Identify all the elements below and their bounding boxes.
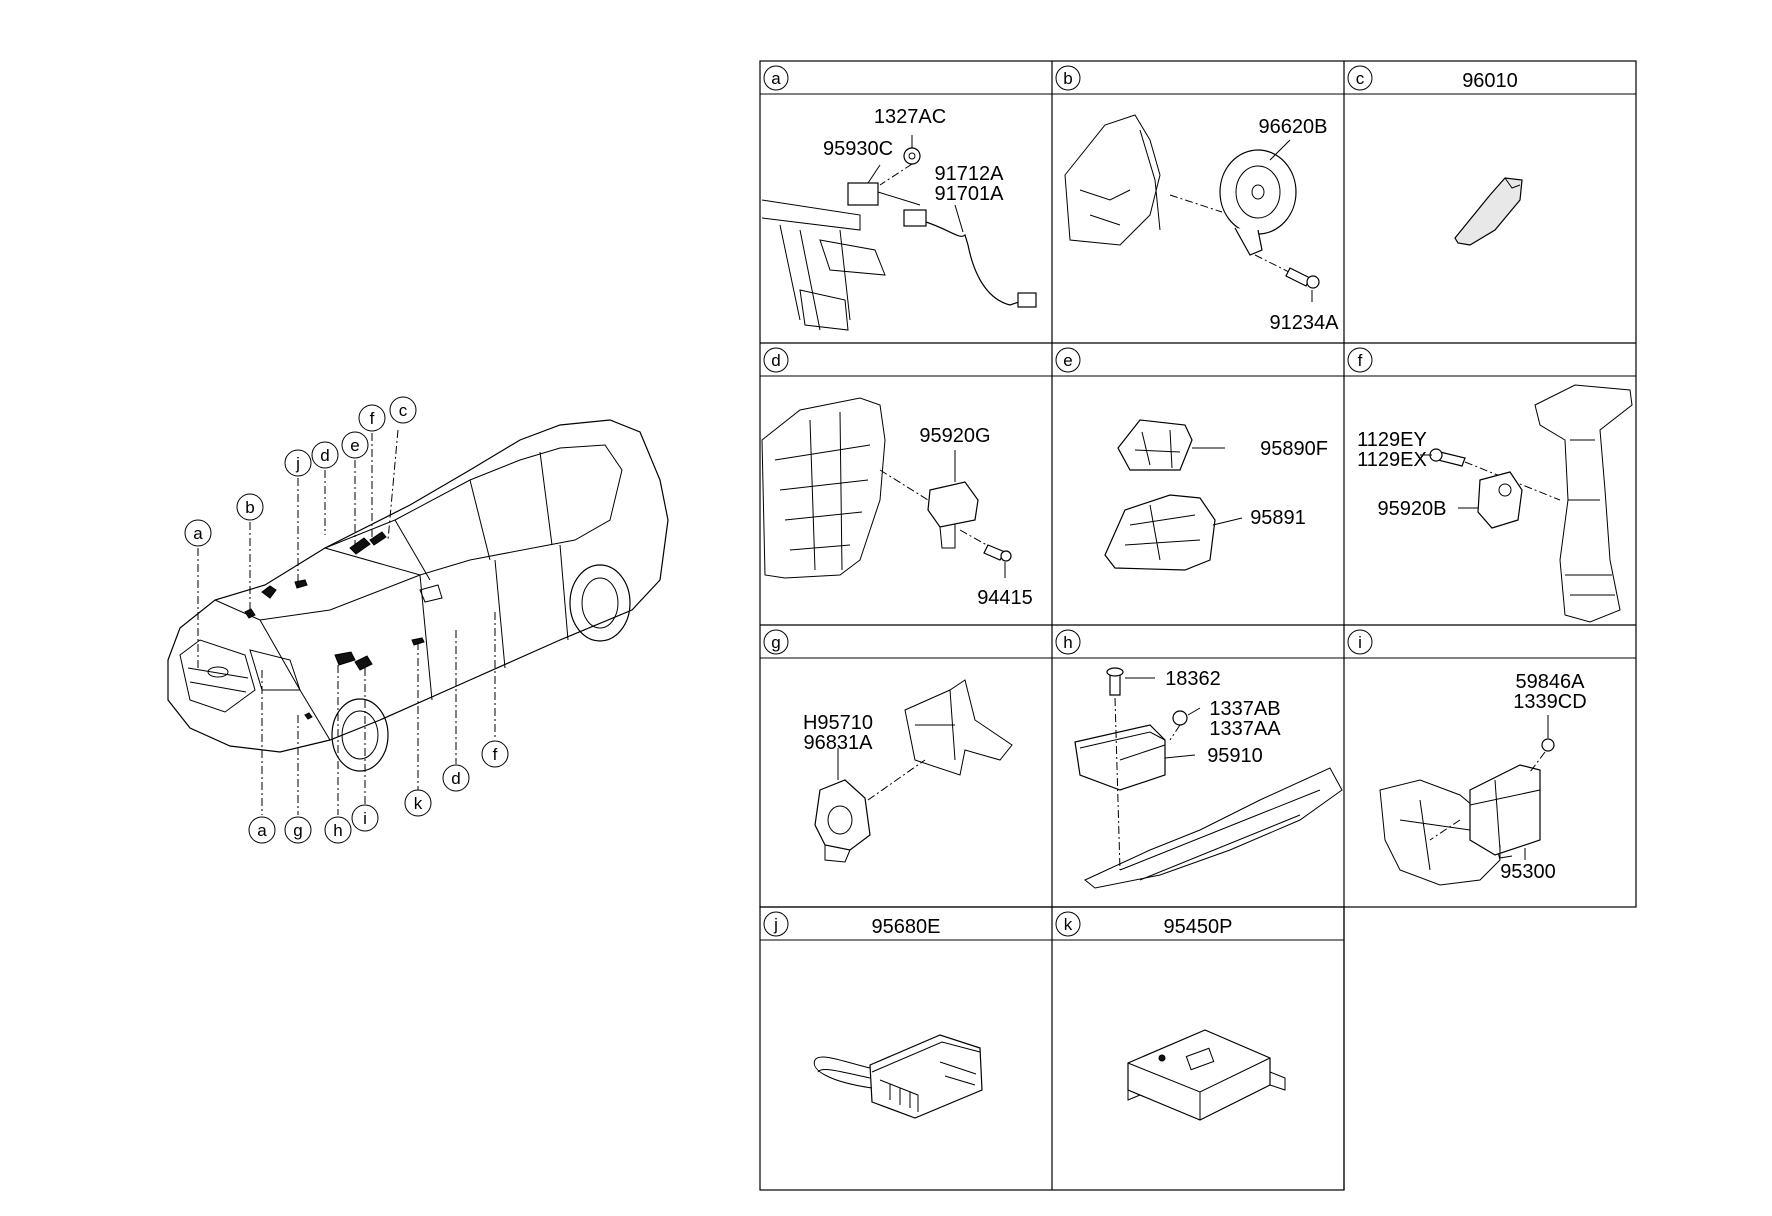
panel-a: 1327AC 95930C 91712A 91701A bbox=[761, 106, 1037, 331]
part-91234A: 91234A bbox=[1270, 312, 1340, 334]
part-96831A: 96831A bbox=[804, 732, 874, 754]
panel-e-letter: e bbox=[1063, 351, 1072, 370]
part-95910: 95910 bbox=[1207, 745, 1263, 767]
panel-k-letter: k bbox=[1064, 915, 1073, 934]
panel-h-letter: h bbox=[1063, 633, 1072, 652]
part-95890F: 95890F bbox=[1260, 438, 1328, 460]
panel-j-header: 95680E bbox=[872, 916, 941, 938]
part-95930C: 95930C bbox=[823, 138, 893, 160]
callout-d-bottom: d bbox=[451, 769, 460, 788]
part-H95710: H95710 bbox=[803, 712, 873, 734]
callout-c: c bbox=[399, 401, 408, 420]
panel-c bbox=[1454, 177, 1523, 246]
panel-c-header: 96010 bbox=[1462, 70, 1518, 92]
panel-g-letter: g bbox=[771, 633, 780, 652]
part-1339CD: 1339CD bbox=[1513, 691, 1586, 713]
callout-h: h bbox=[333, 821, 342, 840]
callout-k: k bbox=[414, 794, 423, 813]
callout-j: j bbox=[295, 454, 300, 473]
callout-a-top: a bbox=[193, 524, 203, 543]
panel-f-letter: f bbox=[1358, 351, 1363, 370]
part-95300: 95300 bbox=[1500, 861, 1556, 883]
callout-a-bottom: a bbox=[257, 821, 267, 840]
panel-headers: a b c 96010 d e f g h i j 95680E k 95450… bbox=[763, 65, 1518, 938]
panel-g: H95710 96831A bbox=[803, 679, 1013, 863]
callout-f-top: f bbox=[370, 409, 375, 428]
panel-j-letter: j bbox=[773, 915, 778, 934]
callout-d-top: d bbox=[320, 446, 329, 465]
panel-b-letter: b bbox=[1063, 69, 1072, 88]
callout-f-bottom: f bbox=[493, 745, 498, 764]
panel-i-letter: i bbox=[1358, 633, 1362, 652]
part-95920G: 95920G bbox=[919, 425, 990, 447]
part-1327AC: 1327AC bbox=[874, 106, 946, 128]
panel-d-letter: d bbox=[771, 351, 780, 370]
part-95891: 95891 bbox=[1250, 507, 1306, 529]
callout-circles: a b j d e f c a g h i k d f bbox=[184, 396, 509, 844]
panel-f: 1129EY 1129EX 95920B bbox=[1357, 384, 1633, 623]
panel-i: 59846A 1339CD 95300 bbox=[1379, 671, 1587, 886]
part-95920B: 95920B bbox=[1378, 498, 1447, 520]
part-18362: 18362 bbox=[1165, 668, 1221, 690]
panel-j bbox=[813, 1034, 983, 1119]
callout-e: e bbox=[350, 436, 359, 455]
car-overview bbox=[167, 419, 669, 772]
part-1337AA: 1337AA bbox=[1209, 718, 1281, 740]
part-1129EX: 1129EX bbox=[1357, 449, 1427, 471]
part-91712A: 91712A bbox=[935, 163, 1005, 185]
part-59846A: 59846A bbox=[1516, 671, 1586, 693]
panel-h: 18362 1337AB 1337AA 95910 bbox=[1074, 667, 1343, 889]
panel-k-header: 95450P bbox=[1164, 916, 1233, 938]
panel-k bbox=[1127, 1029, 1286, 1121]
panel-c-letter: c bbox=[1356, 69, 1365, 88]
callout-i: i bbox=[363, 809, 367, 828]
panel-e: 95890F 95891 bbox=[1104, 419, 1328, 571]
callout-g: g bbox=[293, 821, 302, 840]
part-91701A: 91701A bbox=[935, 183, 1005, 205]
panel-grid bbox=[759, 60, 1637, 1191]
callout-leaders bbox=[197, 429, 496, 815]
part-94415: 94415 bbox=[977, 587, 1033, 609]
panel-d: 95920G 94415 bbox=[761, 397, 1033, 609]
callout-b: b bbox=[245, 498, 254, 517]
part-96620B: 96620B bbox=[1259, 116, 1328, 138]
part-1129EY: 1129EY bbox=[1357, 429, 1427, 451]
part-1337AB: 1337AB bbox=[1209, 698, 1280, 720]
panel-a-letter: a bbox=[771, 69, 781, 88]
panel-b: 96620B 91234A bbox=[1064, 114, 1340, 334]
